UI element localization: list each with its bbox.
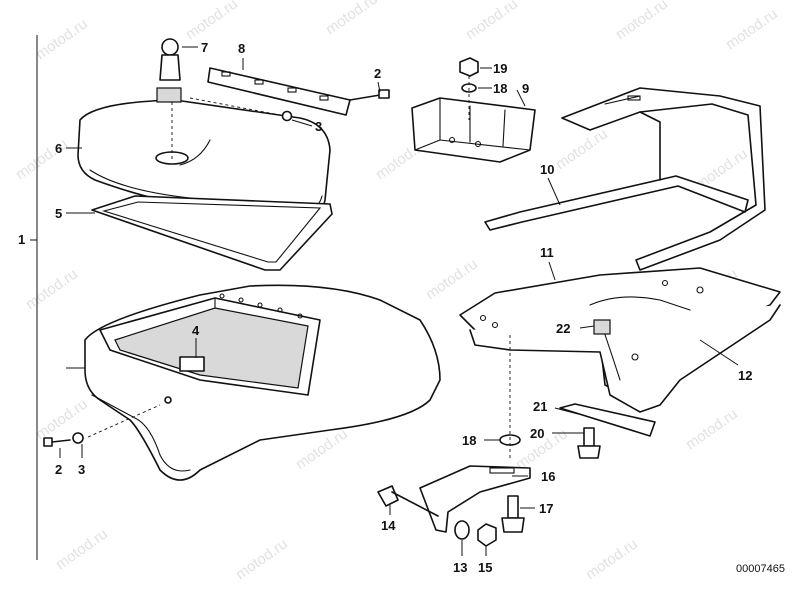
strip-part: [559, 403, 656, 437]
callout-16: 16: [541, 469, 555, 484]
watermark: motod.ru: [583, 535, 641, 583]
callout-7: 7: [201, 40, 208, 55]
nut-15: [477, 523, 497, 547]
clamp-block-part: [411, 97, 536, 163]
washer-top: [281, 110, 293, 122]
mounting-plate-part: [459, 267, 781, 413]
callout-3: 3: [315, 119, 322, 134]
watermark: motod.ru: [423, 255, 481, 303]
callout-4: 4: [192, 323, 200, 338]
bolt-20: [577, 427, 601, 459]
callout-22: 22: [556, 321, 570, 336]
callout-10: 10: [540, 162, 554, 177]
washer-13: [454, 520, 470, 540]
callout-14: 14: [381, 518, 396, 533]
hinge-part: [189, 67, 351, 116]
callout-17: 17: [539, 501, 553, 516]
callout-labels: 1 2 2 3 3 4 5 6 7 8 9 10 11 12 13 14 15 …: [18, 40, 785, 575]
screw-bottom: [43, 437, 71, 447]
watermark: motod.ru: [723, 5, 781, 53]
lock-part: [156, 38, 182, 160]
carrier-frame-part: [484, 87, 766, 271]
callout-12: 12: [738, 368, 752, 383]
callout-6: 6: [55, 141, 62, 156]
callout-18: 18: [462, 433, 476, 448]
callout-8: 8: [238, 41, 245, 56]
bolt-17: [501, 495, 525, 533]
callout-13: 13: [453, 560, 467, 575]
callout-5: 5: [55, 206, 62, 221]
watermark: motod.ru: [463, 0, 521, 43]
seal-part: [91, 195, 333, 271]
watermark: motod.ru: [33, 15, 91, 63]
watermark: motod.ru: [233, 535, 291, 583]
callout-11: 11: [540, 245, 554, 260]
drawing-number: 00007465: [736, 563, 785, 575]
callout-3: 3: [78, 462, 85, 477]
watermark: motod.ru: [553, 125, 611, 173]
leader-lines: [59, 46, 739, 556]
watermark: motod.ru: [683, 405, 741, 453]
callout-2: 2: [374, 66, 381, 81]
assembly-bracket: [30, 35, 38, 560]
bolt-14: [377, 485, 439, 517]
screw-top: [349, 89, 390, 101]
watermark: motod.ru: [183, 0, 241, 43]
watermark: motod.ru: [53, 525, 111, 573]
watermark: motod.ru: [323, 0, 381, 38]
callout-2: 2: [55, 462, 62, 477]
washer-bottom: [72, 432, 84, 444]
callout-20: 20: [530, 426, 544, 441]
nut-19: [459, 57, 479, 77]
watermark: motod.ru: [23, 265, 81, 313]
watermark: motod.ru: [613, 0, 671, 43]
callout-21: 21: [533, 399, 547, 414]
bracket-part: [419, 465, 531, 533]
rubber-block: [593, 319, 611, 335]
callout-9: 9: [522, 81, 529, 96]
callout-1: 1: [18, 232, 25, 247]
callout-19: 19: [493, 61, 507, 76]
callout-15: 15: [478, 560, 492, 575]
callout-18: 18: [493, 81, 507, 96]
case-body-part: [84, 284, 441, 481]
